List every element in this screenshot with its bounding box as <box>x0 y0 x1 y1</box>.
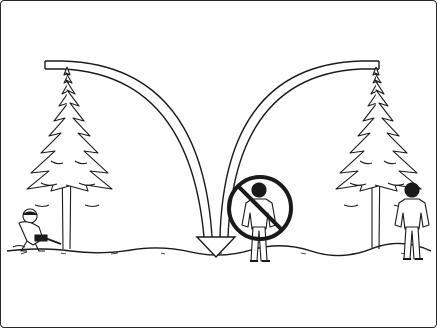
falling-arc-arrow-icon <box>44 60 380 259</box>
left-tree-icon <box>26 66 113 250</box>
right-tree-icon <box>335 66 422 250</box>
prohibited-person-icon <box>227 175 293 262</box>
observer-person-icon <box>394 182 430 260</box>
sawyer-person-icon <box>12 208 62 252</box>
